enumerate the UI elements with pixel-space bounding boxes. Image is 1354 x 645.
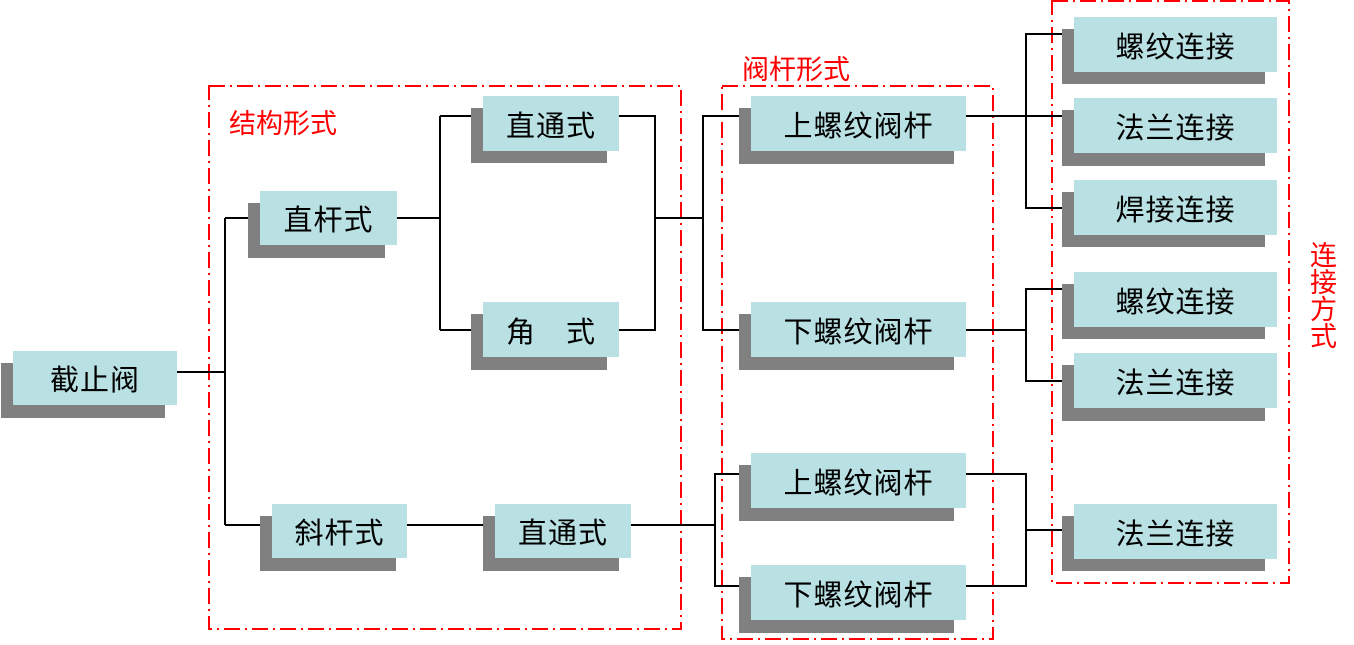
group-label-stem: 阀杆形式 [742,55,850,86]
node-label: 下螺纹阀杆 [751,565,966,620]
group-label-structure: 结构形式 [229,109,337,140]
group-connection-border [1051,0,1290,584]
node-label: 法兰连接 [1074,98,1277,153]
edge-stem-bracket-2 [714,473,751,587]
node-label: 斜杆式 [272,504,407,558]
node-label: 角 式 [483,302,619,357]
node-label: 直通式 [495,504,631,558]
node-label: 法兰连接 [1074,353,1277,408]
node-label: 截止阀 [13,351,177,405]
edge-stem-bracket-1 [702,115,751,331]
node-label: 直通式 [483,96,619,151]
edge-merge-bracket [619,115,656,331]
node-label: 法兰连接 [1074,504,1277,559]
node-label: 上螺纹阀杆 [751,453,966,508]
edge-stems-2-bracket [966,473,1027,587]
node-label: 焊接连接 [1074,180,1277,235]
node-label: 直杆式 [260,191,397,245]
node-label: 上螺纹阀杆 [751,96,966,151]
group-structure-border [208,85,682,630]
group-label-connection: 连接方式 [1305,241,1336,349]
edge-upper-stem-1-bracket [1025,33,1074,209]
node-label: 下螺纹阀杆 [751,302,966,357]
node-label: 螺纹连接 [1074,17,1277,72]
edge-lower-stem-1-bracket [1025,288,1074,382]
node-label: 螺纹连接 [1074,272,1277,327]
group-stem-border [721,85,994,640]
